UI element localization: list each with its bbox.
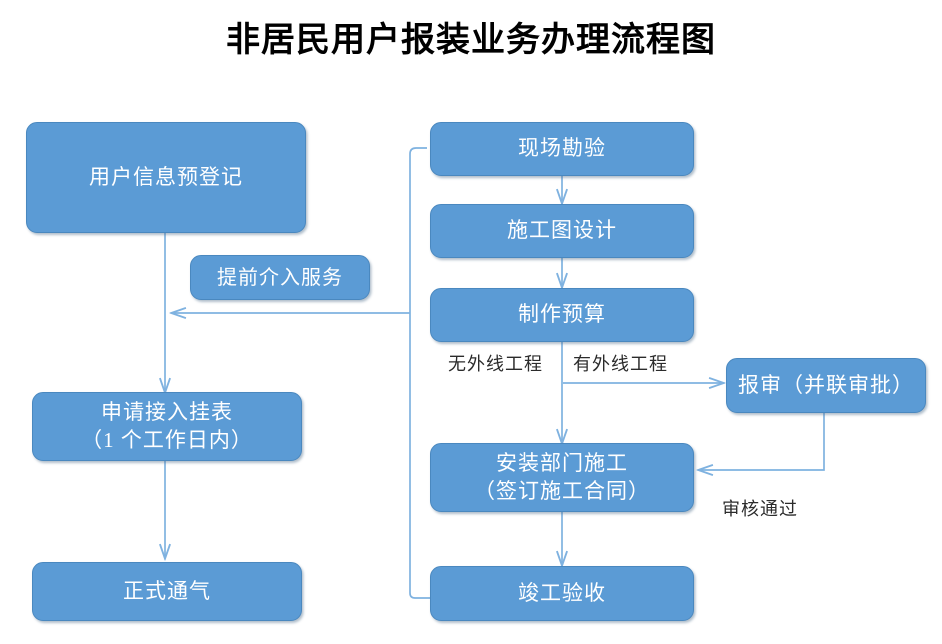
node-completion-check-label: 竣工验收: [518, 580, 606, 605]
node-early-intervention-label: 提前介入服务: [217, 266, 343, 289]
node-formal-gas[interactable]: 正式通气: [32, 562, 302, 621]
node-apply-meter[interactable]: 申请接入挂表 （1 个工作日内）: [32, 392, 302, 461]
node-install-dept[interactable]: 安装部门施工 （签订施工合同）: [430, 443, 694, 512]
node-construction-drawing[interactable]: 施工图设计: [430, 204, 694, 258]
edge-completion-loop-to-survey: [409, 147, 432, 599]
node-apply-meter-line2: （1 个工作日内）: [81, 427, 253, 452]
edge-label-no-external-line: 无外线工程: [448, 354, 543, 374]
node-site-survey[interactable]: 现场勘验: [430, 122, 694, 176]
node-site-survey-label: 现场勘验: [518, 136, 606, 161]
node-install-dept-line1: 安装部门施工: [496, 451, 628, 476]
node-apply-meter-line1: 申请接入挂表: [101, 400, 233, 425]
node-completion-check[interactable]: 竣工验收: [430, 566, 694, 621]
node-formal-gas-label: 正式通气: [123, 578, 211, 603]
page-title: 非居民用户报装业务办理流程图: [226, 22, 716, 59]
node-make-budget-label: 制作预算: [518, 302, 606, 327]
node-submit-review[interactable]: 报审（并联审批）: [726, 358, 926, 413]
node-install-dept-line2: （签订施工合同）: [474, 478, 650, 503]
node-submit-review-label: 报审（并联审批）: [738, 372, 914, 397]
node-make-budget[interactable]: 制作预算: [430, 288, 694, 342]
node-construction-drawing-label: 施工图设计: [507, 218, 617, 243]
edge-label-review-passed: 审核通过: [722, 499, 798, 519]
node-early-intervention[interactable]: 提前介入服务: [190, 255, 370, 300]
edge-label-has-external-line: 有外线工程: [573, 354, 668, 374]
node-user-pre-register[interactable]: 用户信息预登记: [26, 122, 306, 233]
node-user-pre-register-label: 用户信息预登记: [89, 164, 243, 189]
edge-review-to-install: [699, 413, 825, 470]
